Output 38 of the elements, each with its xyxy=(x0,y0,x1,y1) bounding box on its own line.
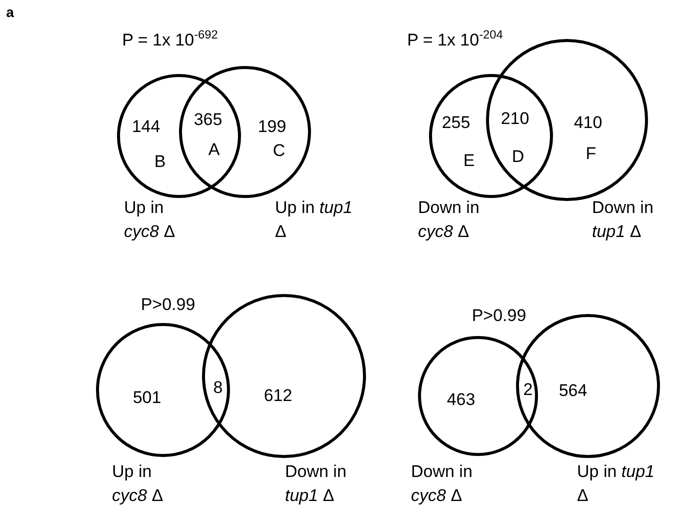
count-label: 210 xyxy=(500,109,530,129)
region-letter: F xyxy=(586,144,596,164)
count-label: 463 xyxy=(446,390,476,410)
region-letter: B xyxy=(154,152,166,172)
venn-circle xyxy=(429,74,553,198)
count-label: 365 xyxy=(194,110,222,130)
set-label: Down in cyc8 Δ xyxy=(411,461,474,507)
set-label: Up in cyc8 Δ xyxy=(112,461,164,507)
p-value-label: P>0.99 xyxy=(472,306,526,326)
count-label: 144 xyxy=(132,117,160,137)
set-label: Down in tup1 Δ xyxy=(285,461,348,507)
region-letter: A xyxy=(208,140,220,160)
venn-circle xyxy=(96,323,230,457)
p-value-label: P>0.99 xyxy=(140,295,196,315)
venn-circle xyxy=(179,66,311,198)
venn-circle xyxy=(486,39,648,201)
venn-circle xyxy=(117,74,241,198)
count-label: 2 xyxy=(523,380,533,400)
region-letter: C xyxy=(272,141,286,161)
venn-circle xyxy=(418,336,538,456)
region-letter: D xyxy=(512,147,524,167)
count-label: 8 xyxy=(213,378,223,398)
panel-letter: a xyxy=(6,4,14,20)
set-label: Down in cyc8 Δ xyxy=(418,197,480,243)
count-label: 564 xyxy=(558,381,588,401)
set-label: Up in tup1 Δ xyxy=(275,197,353,243)
count-label: 410 xyxy=(574,113,602,133)
set-label: Up in cyc8 Δ xyxy=(124,197,176,243)
count-label: 199 xyxy=(258,117,286,137)
region-letter: E xyxy=(463,151,475,171)
count-label: 612 xyxy=(264,386,292,406)
set-label: Down in tup1 Δ xyxy=(592,197,654,243)
count-label: 255 xyxy=(442,113,470,133)
set-label: Up in tup1 Δ xyxy=(577,461,655,507)
count-label: 501 xyxy=(132,388,162,408)
venn-circle xyxy=(202,294,366,458)
p-value-label: P = 1x 10$^{-692}$ xyxy=(122,28,218,50)
p-value-label: P = 1x 10$^{-204}$ xyxy=(407,28,503,50)
